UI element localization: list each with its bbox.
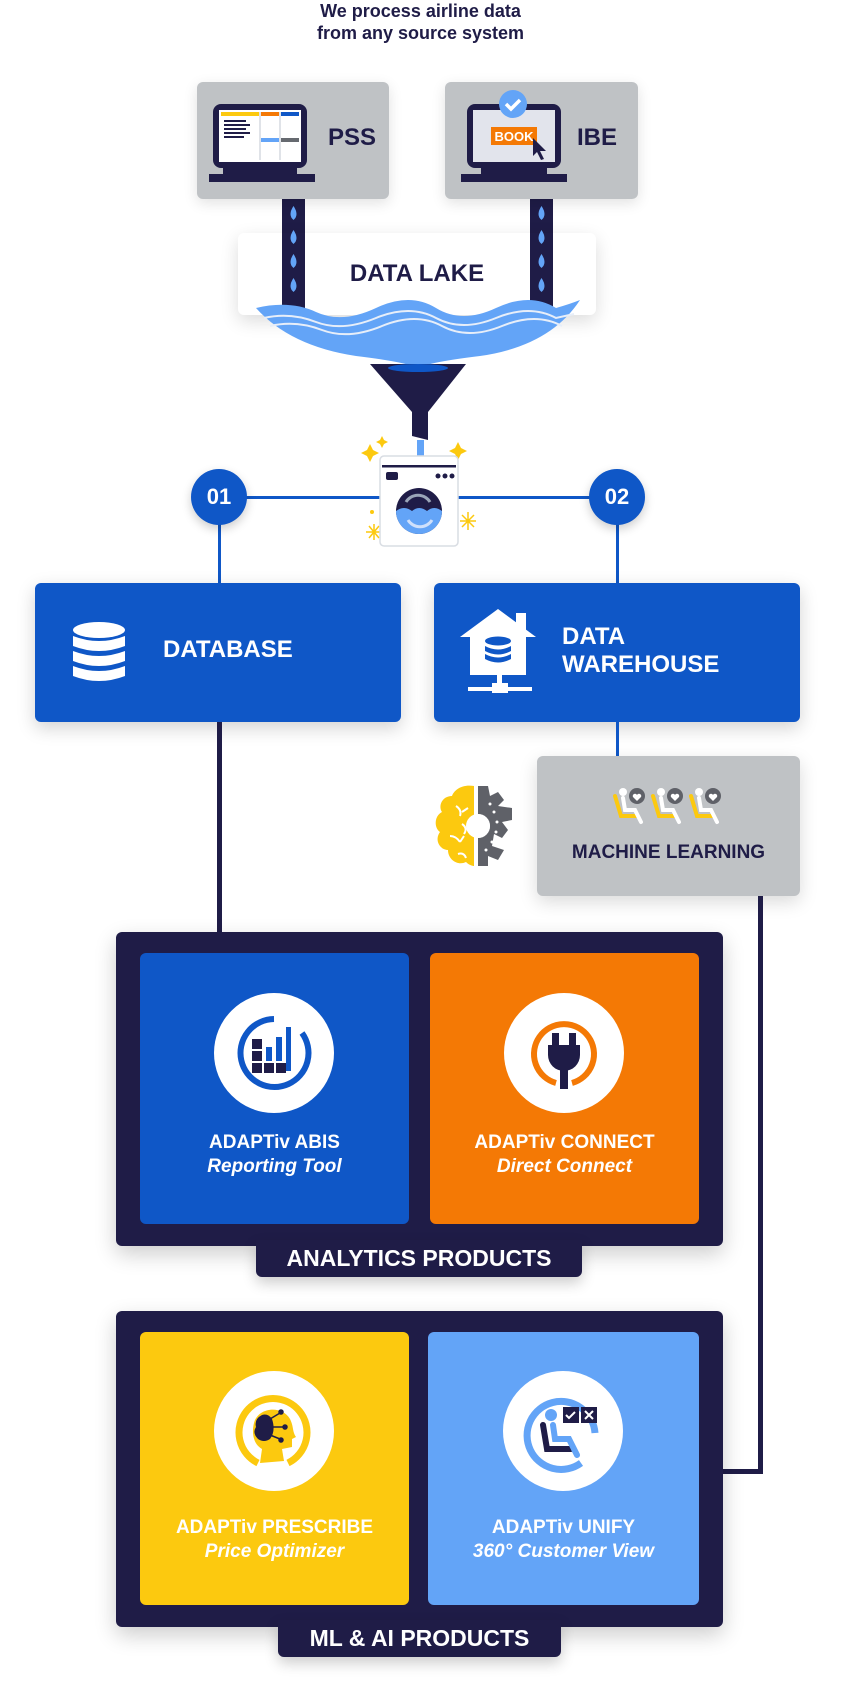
passenger-seat-icon [523,1398,599,1473]
ml-ai-products-group: ADAPTiv PRESCRIBE Price Optimizer ADAPTi… [116,1311,723,1627]
book-button-text: BOOK [495,129,535,144]
headline-line-2: from any source system [316,23,525,43]
computer-monitor-icon [209,104,315,182]
ai-head-icon [235,1394,311,1467]
data-warehouse-card: DATA WAREHOUSE [434,583,800,722]
water-drops-icon [290,206,545,292]
step-01-connector [218,498,221,584]
machine-learning-label: MACHINE LEARNING [571,842,766,863]
step-01-badge: 01 [191,469,247,525]
product-prescribe-icon-circle [214,1371,334,1491]
product-prescribe-title: ADAPTiv PRESCRIBE [175,1517,374,1538]
data-warehouse-label-line-1: DATA [562,623,626,650]
product-connect-title: ADAPTiv CONNECT [474,1132,655,1153]
plug-icon [531,1021,597,1089]
headline: We process airline data from any source … [0,0,841,44]
product-connect-icon-circle [504,993,624,1113]
product-unify-card[interactable]: ADAPTiv UNIFY 360° Customer View [428,1332,699,1605]
washing-machine-icon [361,436,476,547]
pss-pipe-lower [282,233,305,308]
analytics-products-label: ANALYTICS PRODUCTS [256,1240,582,1277]
database-icon [73,622,125,681]
product-prescribe-card[interactable]: ADAPTiv PRESCRIBE Price Optimizer [140,1332,409,1605]
data-warehouse-label-line-2: WAREHOUSE [562,651,720,678]
step-02-connector [616,498,619,584]
ml-to-products-line [758,896,763,1474]
product-unify-title: ADAPTiv UNIFY [491,1517,636,1538]
ibe-pipe-lower [530,233,553,308]
water-waves-icon [256,300,580,368]
product-abis-icon-circle [214,993,334,1113]
source-ibe-label: IBE [577,124,618,151]
passenger-seats-icon [613,788,721,824]
machine-learning-box: MACHINE LEARNING [537,756,800,896]
product-prescribe-subtitle: Price Optimizer [204,1541,345,1562]
warehouse-to-ml-line [616,722,619,758]
database-to-analytics-line [217,722,222,934]
ml-ai-products-label: ML & AI PRODUCTS [278,1620,561,1657]
data-lake-label: DATA LAKE [349,260,485,287]
product-abis-title: ADAPTiv ABIS [209,1132,340,1153]
data-warehouse-label: DATA WAREHOUSE [562,623,719,679]
product-connect-subtitle: Direct Connect [496,1156,633,1177]
database-label: DATABASE [163,636,293,663]
product-unify-icon-circle [503,1371,623,1491]
source-pss: PSS [197,82,389,199]
database-card: DATABASE [35,583,401,722]
product-abis-card[interactable]: ADAPTiv ABIS Reporting Tool [140,953,409,1224]
bar-chart-icon [237,1016,312,1090]
product-connect-card[interactable]: ADAPTiv CONNECT Direct Connect [430,953,699,1224]
ml-to-products-line-horizontal [720,1469,763,1474]
brain-gear-icon [435,785,512,866]
analytics-products-group: ADAPTiv ABIS Reporting Tool ADAPTiv CONN… [116,932,723,1246]
headline-line-1: We process airline data [320,1,521,21]
step-02-badge: 02 [589,469,645,525]
product-abis-subtitle: Reporting Tool [207,1156,342,1177]
data-warehouse-icon [460,609,536,693]
source-ibe: BOOK IBE [445,82,638,199]
product-unify-subtitle: 360° Customer View [472,1541,655,1562]
laptop-booking-icon: BOOK [461,90,567,182]
source-pss-label: PSS [328,124,377,151]
